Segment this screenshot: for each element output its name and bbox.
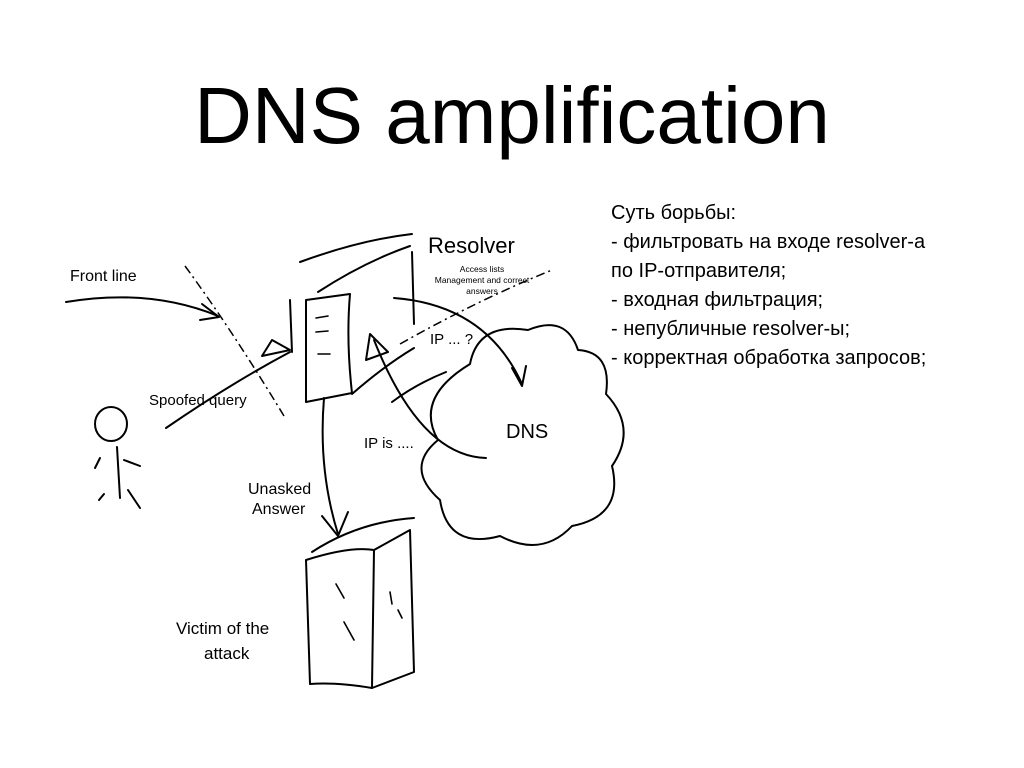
victim-label: Victim of the bbox=[176, 619, 269, 638]
dns-query-arrowhead bbox=[511, 365, 527, 387]
resolver-server bbox=[289, 233, 415, 403]
slide-title: DNS amplification bbox=[194, 71, 830, 160]
ip-question-label: IP ... ? bbox=[430, 331, 473, 348]
resolver-sublabel: answers bbox=[466, 286, 498, 296]
resolver-top-swoop bbox=[299, 233, 413, 263]
resolver-top-edge bbox=[317, 245, 411, 293]
victim-side bbox=[371, 529, 415, 689]
attacker-body bbox=[116, 446, 121, 499]
notes-line: - непубличные resolver-ы; bbox=[611, 318, 851, 340]
resolver-sublabel: Management and correct bbox=[435, 275, 530, 285]
victim-mark bbox=[343, 621, 355, 641]
victim-mark bbox=[397, 609, 403, 619]
attacker-arm-right bbox=[123, 459, 141, 467]
notes-list: Суть борьбы: - фильтровать на входе reso… bbox=[611, 199, 1011, 373]
notes-line: Суть борьбы: bbox=[611, 202, 737, 224]
attacker-leg-right bbox=[127, 489, 141, 509]
front-line-arrow bbox=[65, 296, 219, 317]
dns-cloud bbox=[420, 324, 625, 546]
victim-server bbox=[305, 517, 415, 689]
crossing-stroke bbox=[391, 371, 447, 403]
dns-response-arrow bbox=[373, 339, 487, 459]
crossing-stroke bbox=[351, 347, 415, 395]
attacker-head bbox=[94, 406, 128, 442]
resolver-sublabel: Access lists bbox=[460, 264, 504, 274]
victim-label: attack bbox=[204, 644, 250, 663]
front-line-label: Front line bbox=[70, 268, 137, 285]
resolver-slot bbox=[315, 330, 329, 333]
attacker-figure bbox=[94, 406, 141, 509]
unasked-answer-arrow bbox=[321, 397, 339, 535]
resolver-side-line bbox=[289, 299, 293, 353]
unasked-answer-label: Unasked bbox=[248, 481, 311, 498]
attacker-leg-left bbox=[98, 493, 105, 501]
resolver-boundary bbox=[399, 269, 553, 345]
front-line-arrowhead bbox=[199, 303, 220, 321]
resolver-box bbox=[305, 293, 353, 403]
spoofed-query-arrowhead bbox=[261, 339, 291, 357]
resolver-label: Resolver bbox=[428, 233, 515, 258]
dns-query-arrow bbox=[393, 297, 523, 385]
victim-top bbox=[311, 517, 415, 553]
dns-label: DNS bbox=[506, 421, 548, 443]
resolver-slot bbox=[315, 315, 329, 319]
ip-is-label: IP is .... bbox=[364, 435, 414, 452]
notes-line: - входная фильтрация; bbox=[611, 289, 824, 311]
victim-mark bbox=[389, 591, 393, 605]
notes-line: - корректная обработка запросов; bbox=[611, 347, 927, 369]
spoofed-query-label: Spoofed query bbox=[149, 392, 247, 409]
dns-response-arrowhead bbox=[365, 333, 389, 361]
notes-line: по IP-отправителя; bbox=[611, 260, 787, 282]
resolver-right-edge bbox=[411, 251, 415, 325]
unasked-answer-arrowhead bbox=[321, 511, 349, 537]
front-line-boundary bbox=[184, 265, 285, 417]
notes-line: - фильтровать на входе resolver-а bbox=[611, 231, 926, 253]
victim-front bbox=[305, 548, 375, 689]
unasked-answer-label: Answer bbox=[252, 501, 306, 518]
victim-mark bbox=[335, 583, 345, 599]
attacker-arm-left bbox=[94, 457, 101, 469]
spoofed-query-arrow bbox=[165, 351, 291, 429]
